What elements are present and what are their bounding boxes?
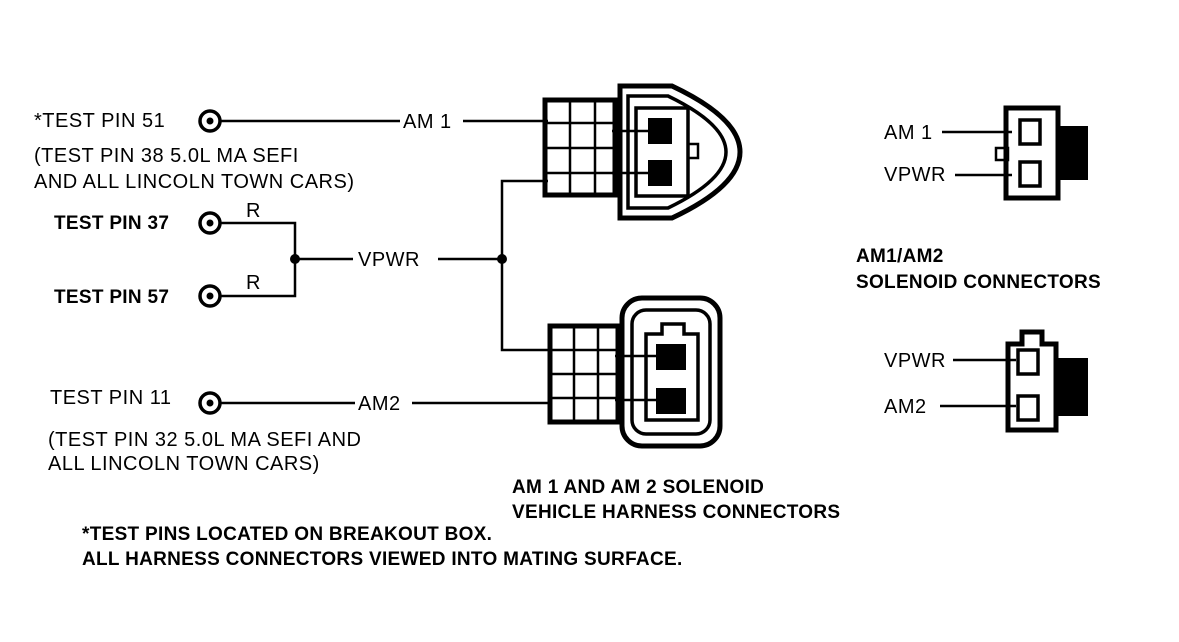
test-pin-37-label: TEST PIN 37	[54, 213, 169, 234]
am1-solenoid-connector-icon	[942, 105, 1088, 201]
am2-wire-label: AM2	[358, 393, 401, 415]
harness-caption-line2: VEHICLE HARNESS CONNECTORS	[512, 502, 840, 523]
test-pin-37-jack-icon	[198, 211, 222, 235]
solenoid-top-am1-label: AM 1	[884, 122, 933, 144]
test-pin-11-note-line2: ALL LINCOLN TOWN CARS)	[48, 453, 320, 475]
vpwr-wire-label: VPWR	[358, 249, 420, 271]
r-wire-bottom	[220, 259, 297, 298]
test-pin-57-jack-icon	[198, 284, 222, 308]
r-wire-top	[220, 221, 297, 259]
solenoid-bottom-vpwr-label: VPWR	[884, 350, 946, 372]
solenoid-caption-line2: SOLENOID CONNECTORS	[856, 272, 1101, 293]
test-pin-57-label: TEST PIN 57	[54, 287, 169, 308]
solenoid-top-vpwr-label: VPWR	[884, 164, 946, 186]
am1-wire-label: AM 1	[403, 111, 452, 133]
footnote-line1: *TEST PINS LOCATED ON BREAKOUT BOX.	[82, 524, 492, 545]
r-wire-bottom-label: R	[246, 272, 261, 294]
test-pin-11-label: TEST PIN 11	[50, 387, 171, 409]
test-pin-51-note-line2: AND ALL LINCOLN TOWN CARS)	[34, 171, 354, 193]
test-pin-51-label: *TEST PIN 51	[34, 110, 165, 132]
harness-caption-line1: AM 1 AND AM 2 SOLENOID	[512, 477, 764, 498]
am1-harness-connector-icon	[542, 83, 743, 221]
test-pin-51-note-line1: (TEST PIN 38 5.0L MA SEFI	[34, 145, 299, 167]
test-pin-11-jack-icon	[198, 391, 222, 415]
test-pin-11-note-line1: (TEST PIN 32 5.0L MA SEFI AND	[48, 429, 362, 451]
r-wire-top-label: R	[246, 200, 261, 222]
solenoid-bottom-am2-label: AM2	[884, 396, 927, 418]
am2-solenoid-connector-icon	[940, 329, 1088, 433]
test-pin-51-jack-icon	[198, 109, 222, 133]
vpwr-wire	[290, 179, 548, 352]
am2-harness-connector-icon	[547, 295, 723, 449]
solenoid-caption-line1: AM1/AM2	[856, 246, 944, 267]
footnote-line2: ALL HARNESS CONNECTORS VIEWED INTO MATIN…	[82, 549, 683, 570]
